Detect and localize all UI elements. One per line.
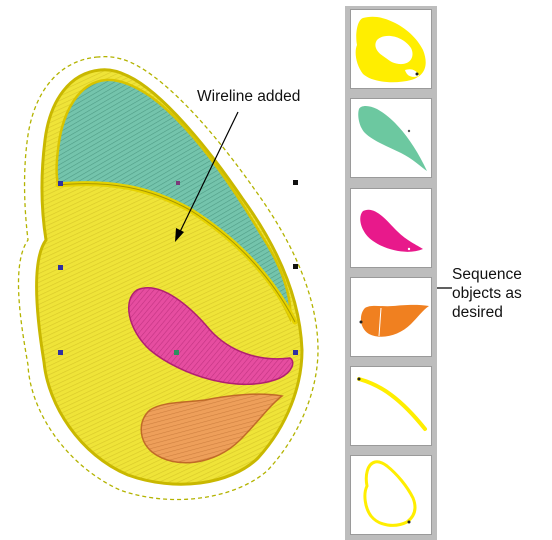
sequence-item-wireline[interactable] (350, 366, 432, 446)
pink-spot-thumbnail (351, 189, 431, 267)
wireline-thumbnail (351, 367, 431, 445)
sequence-item-pink-spot[interactable] (350, 188, 432, 268)
sequence-callout-line: desired (452, 304, 522, 323)
sequence-callout-label: Sequence objects as desired (452, 266, 522, 323)
sequence-callout-line: Sequence (452, 266, 522, 285)
green-fill-thumbnail (351, 99, 431, 177)
orange-spot-thumbnail (351, 278, 431, 356)
sequence-item-wing-border[interactable] (350, 455, 432, 535)
wireline-callout-label: Wireline added (197, 88, 300, 107)
sequence-item-upper-wing-fill[interactable] (350, 98, 432, 178)
sequence-callout-line: objects as (452, 285, 522, 304)
color-object-sequence-panel[interactable] (345, 6, 437, 540)
wing-border-thumbnail (351, 456, 431, 534)
sequence-item-orange-spot[interactable] (350, 277, 432, 357)
sequence-item-wing-outline[interactable] (350, 9, 432, 89)
wing-outline-thumbnail (351, 10, 431, 88)
